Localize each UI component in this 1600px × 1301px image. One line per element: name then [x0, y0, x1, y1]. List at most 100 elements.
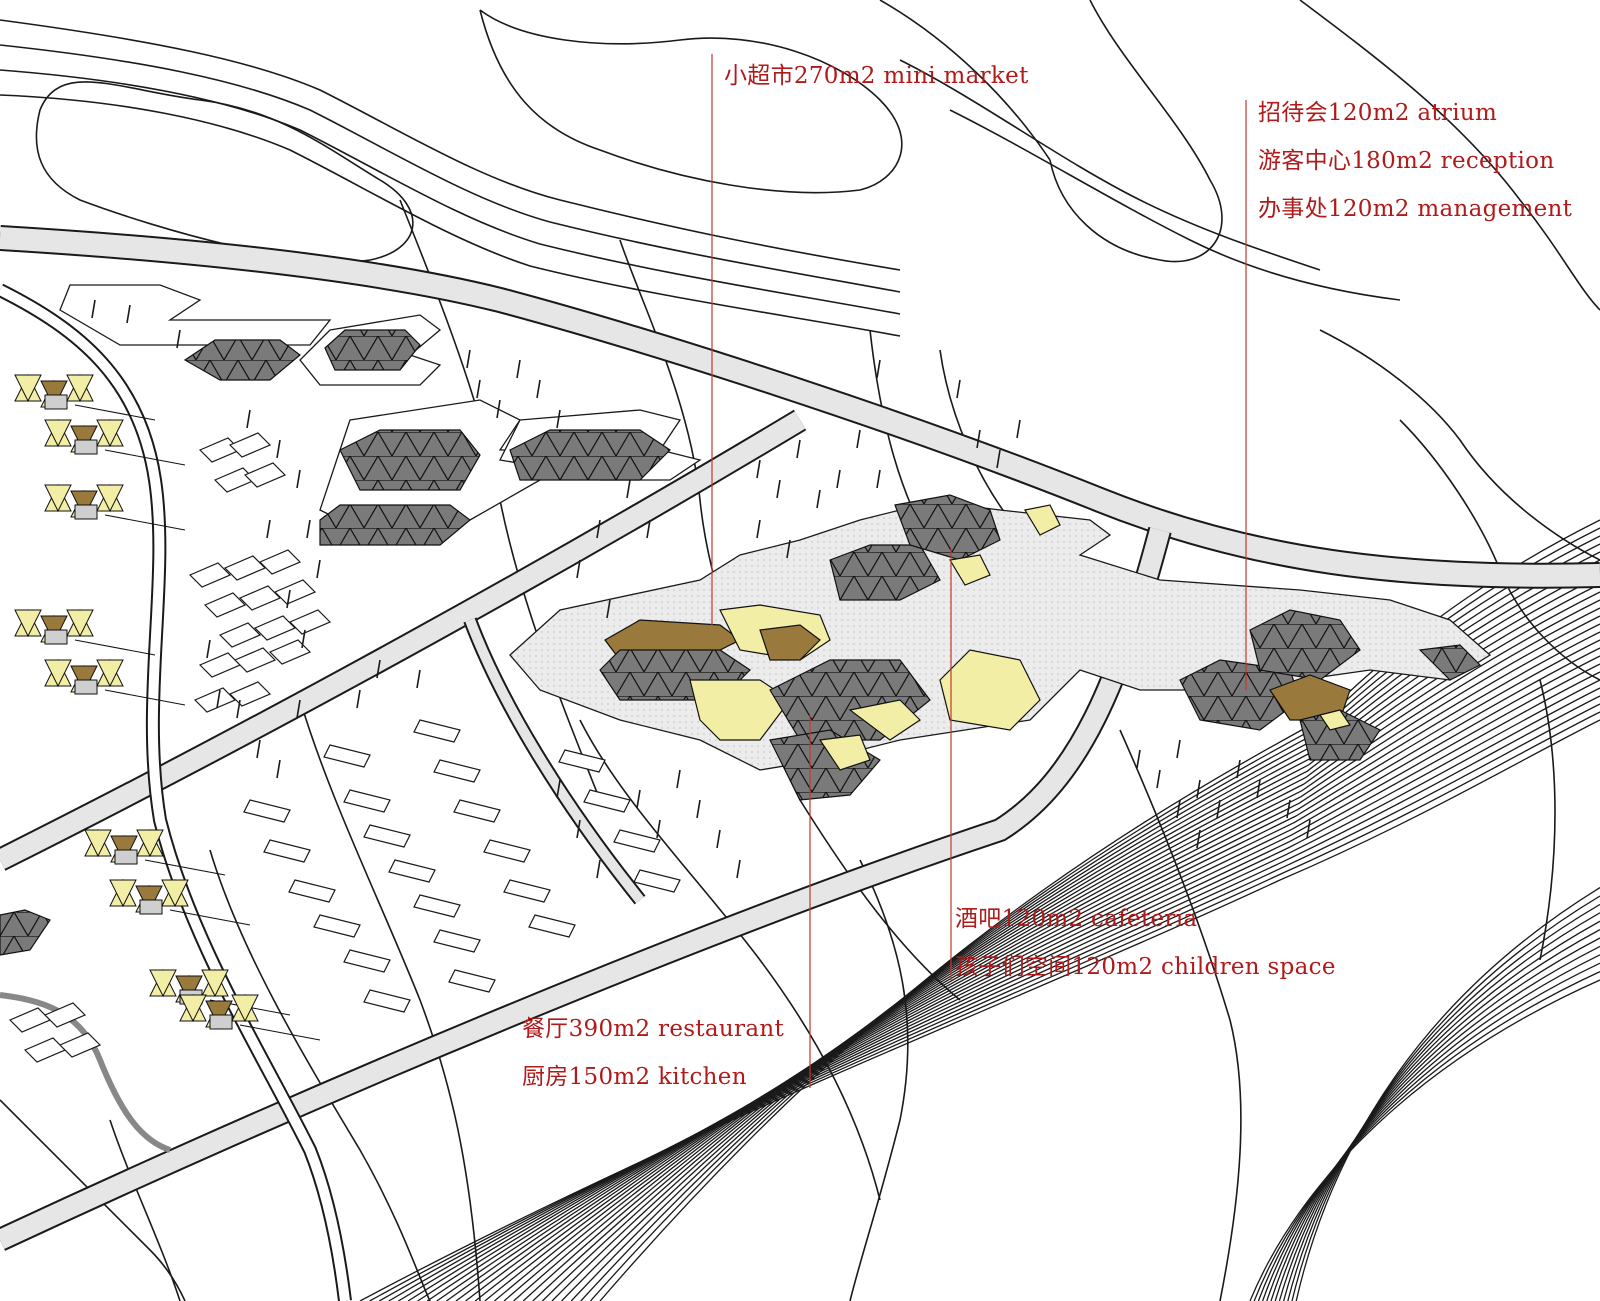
tree-tick — [976, 429, 981, 449]
tree-tick — [1196, 779, 1201, 799]
tree-tick — [876, 359, 881, 379]
tree-tick — [516, 359, 521, 379]
house-wall — [44, 394, 68, 410]
roof-tile-outline — [253, 615, 297, 641]
house-wall — [209, 1014, 233, 1030]
tree-tick — [1236, 759, 1241, 779]
contour-band-line — [388, 695, 1600, 1301]
parking-slot — [413, 894, 461, 918]
contour-band-line — [551, 559, 1600, 1301]
tree-tick — [776, 479, 781, 499]
tree-tick — [836, 469, 841, 489]
roof-tile-outline — [198, 652, 242, 678]
tree-tick — [1016, 419, 1021, 439]
contour-band-line — [1253, 971, 1600, 1301]
house-roof — [70, 665, 98, 694]
house-roof — [44, 419, 72, 448]
tree-tick — [356, 689, 361, 709]
tree-tick — [246, 409, 251, 429]
tree-tick — [596, 519, 601, 539]
house-roof — [201, 969, 229, 998]
parking-slot — [243, 799, 291, 823]
central-roofs — [599, 494, 1482, 801]
parking-slot — [343, 789, 391, 813]
tree-tick — [476, 379, 481, 399]
roof-tile-outline — [268, 639, 312, 665]
tree-tick — [996, 449, 1001, 469]
house-roof — [110, 835, 138, 864]
roof-tile-outline — [273, 579, 317, 605]
parking-slot — [558, 749, 606, 773]
roof-clusters-left — [0, 329, 671, 956]
house-roof — [205, 1000, 233, 1029]
house-roof — [109, 879, 137, 908]
contour-band-line — [1295, 887, 1600, 1301]
house-roof — [66, 609, 94, 638]
contour-band-line — [1274, 929, 1600, 1301]
house-roof — [96, 484, 124, 513]
contour-band-line — [417, 671, 1600, 1301]
tree-tick — [756, 459, 761, 479]
tree-tick — [216, 689, 221, 709]
tree-tick — [126, 304, 131, 324]
tree-tick — [496, 399, 501, 419]
house-roof — [84, 829, 112, 858]
tree-tick — [376, 659, 381, 679]
tree-tick — [1306, 819, 1311, 839]
tree-tick — [1256, 779, 1261, 799]
tree-tick — [416, 669, 421, 689]
parking-slot — [413, 719, 461, 743]
tree-tick — [796, 439, 801, 459]
contour-band-line — [465, 631, 1600, 1301]
house-roof — [136, 829, 164, 858]
tree-tick — [276, 439, 281, 459]
parking-slot — [453, 799, 501, 823]
contour-band-line — [532, 575, 1600, 1301]
contour-band-line — [1249, 979, 1600, 1301]
tree-tick — [466, 349, 471, 369]
house-path — [74, 404, 156, 421]
house-path — [104, 449, 186, 466]
tree-tick — [756, 519, 761, 539]
tree-tick — [236, 699, 241, 719]
parking-slot — [313, 914, 361, 938]
parking-slot — [503, 879, 551, 903]
house-roof — [70, 425, 98, 454]
contour-band-line — [1266, 945, 1600, 1301]
contour-band-line — [580, 535, 1600, 1301]
house-path — [239, 1024, 321, 1041]
contour-band — [359, 519, 1600, 1301]
tree-tick — [296, 699, 301, 719]
roof-tile-outline — [198, 437, 242, 463]
tree-tick — [1176, 739, 1181, 759]
contour-band-line — [1257, 962, 1600, 1301]
roof-tile-outline — [188, 562, 232, 588]
tree-tick — [256, 739, 261, 759]
contour-band-line — [426, 663, 1600, 1301]
tree-tick — [816, 489, 821, 509]
house-path — [144, 859, 226, 876]
tree-tick — [676, 769, 681, 789]
label-group-cafeteria: 酒吧120m2 cafeteria 孩子们空间120m2 children sp… — [955, 906, 1336, 1002]
label-restaurant: 餐厅390m2 restaurant — [522, 1016, 784, 1042]
tree-tick — [296, 469, 301, 489]
tree-tick — [1136, 749, 1141, 769]
parking-slot — [613, 829, 661, 853]
roof-tile-outline — [258, 549, 302, 575]
tree-tick — [1156, 769, 1161, 789]
tree-tick — [606, 599, 611, 619]
house-wall — [139, 899, 163, 915]
contour-band-line — [455, 639, 1600, 1301]
house-path — [104, 514, 186, 531]
roof-tile-outline — [203, 592, 247, 618]
tree-tick — [556, 409, 561, 429]
roof-tile-outline — [228, 432, 272, 458]
parking-slot — [363, 824, 411, 848]
contour-band-line — [561, 551, 1600, 1301]
house-roof — [231, 994, 259, 1023]
house-wall — [74, 679, 98, 695]
tree-tick — [576, 559, 581, 579]
roof-tile-outline — [288, 609, 332, 635]
house-wall — [114, 849, 138, 865]
